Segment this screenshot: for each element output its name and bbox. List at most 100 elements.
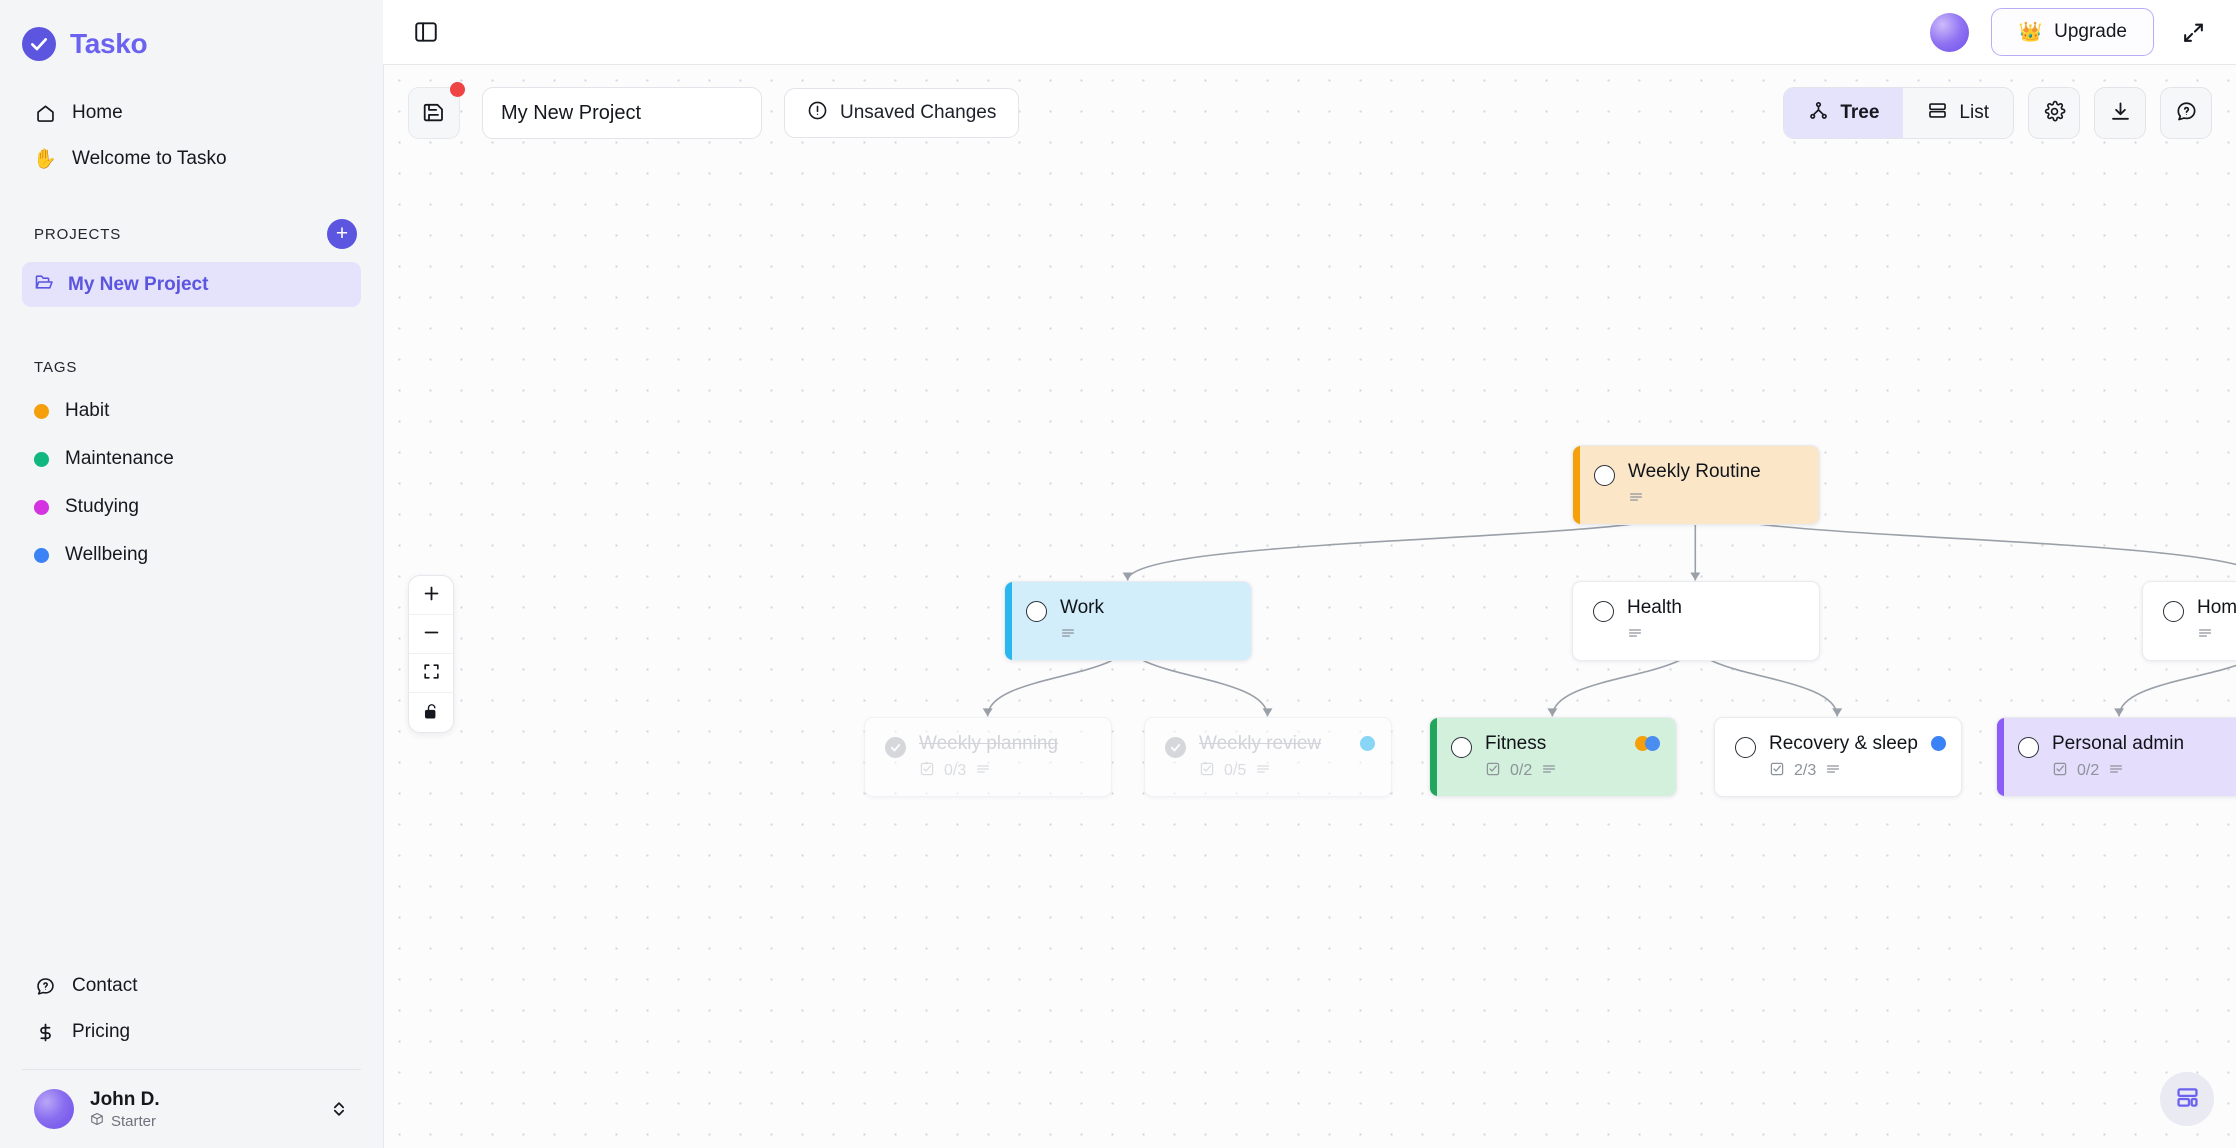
tag-label: Wellbeing <box>65 544 148 566</box>
user-profile[interactable]: John D. Starter <box>22 1069 361 1130</box>
expand-arrows-icon[interactable] <box>2176 15 2210 49</box>
sidebar-item-welcome[interactable]: ✋ Welcome to Tasko <box>22 136 361 182</box>
notes-icon <box>1628 489 1644 510</box>
node-checkbox[interactable] <box>1451 737 1472 758</box>
tag-dot <box>1360 736 1375 751</box>
sidebar-item-label: Contact <box>72 975 137 997</box>
fit-view-button[interactable] <box>409 654 453 693</box>
save-button-wrapper <box>408 87 460 139</box>
node-checkbox[interactable] <box>1735 737 1756 758</box>
zoom-in-button[interactable] <box>409 576 453 615</box>
plus-icon <box>422 584 441 606</box>
tag-item-studying[interactable]: Studying <box>22 483 361 531</box>
layout-panels-button[interactable] <box>2160 1072 2214 1126</box>
avatar <box>34 1089 74 1129</box>
sidebar-toggle-icon[interactable] <box>409 15 443 49</box>
upgrade-button[interactable]: 👑 Upgrade <box>1991 8 2154 56</box>
notes-icon <box>1825 761 1841 782</box>
zoom-out-button[interactable] <box>409 615 453 654</box>
tree-node-health[interactable]: Health <box>1572 581 1820 661</box>
add-project-button[interactable]: + <box>327 219 357 249</box>
tag-label: Habit <box>65 400 109 422</box>
node-tag-dots <box>1931 732 1946 751</box>
help-chat-icon <box>34 975 56 997</box>
node-checkbox[interactable] <box>2163 601 2184 622</box>
tag-item-wellbeing[interactable]: Wellbeing <box>22 531 361 579</box>
help-button[interactable] <box>2160 87 2212 139</box>
node-meta <box>1060 625 1235 646</box>
checklist-icon <box>1769 761 1785 782</box>
top-bar-right: 👑 Upgrade <box>1930 8 2210 56</box>
chevron-up-down-icon[interactable] <box>329 1099 349 1119</box>
node-meta <box>1628 489 1803 510</box>
tree-node-personal-admin[interactable]: Personal admin 0/2 <box>1996 717 2236 797</box>
sidebar-item-pricing[interactable]: Pricing <box>22 1009 361 1055</box>
list-rows-icon <box>1927 100 1948 127</box>
view-mode-switch: Tree List <box>1783 87 2014 139</box>
checklist-icon <box>2052 761 2068 782</box>
node-tag-dots <box>1635 732 1660 751</box>
download-button[interactable] <box>2094 87 2146 139</box>
node-meta <box>2197 625 2236 646</box>
tag-item-maintenance[interactable]: Maintenance <box>22 435 361 483</box>
canvas-toolbar-right: Tree List <box>1783 87 2212 139</box>
sidebar: Tasko Home ✋ Welcome to Tasko PROJECTS + <box>0 0 383 1148</box>
tags-header: TAGS <box>0 359 383 377</box>
brand[interactable]: Tasko <box>0 0 383 64</box>
node-title: Weekly planning <box>919 733 1058 754</box>
tree-node-recovery-sleep[interactable]: Recovery & sleep 2/3 <box>1714 717 1962 797</box>
plus-icon: + <box>336 223 348 244</box>
top-bar: 👑 Upgrade <box>383 0 2236 64</box>
tab-tree-view[interactable]: Tree <box>1784 88 1903 138</box>
tree-canvas[interactable]: Unsaved Changes Tree <box>383 64 2236 1148</box>
projects-header: PROJECTS + <box>0 220 383 248</box>
node-meta: 2/3 <box>1769 761 1918 782</box>
tag-dot <box>1931 736 1946 751</box>
tree-node-home-personal[interactable]: Home & Personal <box>2142 581 2236 661</box>
tree-node-fitness[interactable]: Fitness 0/2 <box>1429 717 1677 797</box>
tags-title: TAGS <box>34 359 77 376</box>
node-checkbox[interactable] <box>1165 737 1186 758</box>
tag-color-dot <box>34 404 49 419</box>
node-title: Weekly review <box>1199 733 1321 754</box>
checklist-icon <box>1199 761 1215 782</box>
node-checkbox[interactable] <box>1026 601 1047 622</box>
tree-node-weekly-review[interactable]: Weekly review 0/5 <box>1144 717 1392 797</box>
tag-label: Maintenance <box>65 448 174 470</box>
sidebar-item-contact[interactable]: Contact <box>22 963 361 1009</box>
tree-node-weekly-routine[interactable]: Weekly Routine <box>1572 445 1820 525</box>
node-checkbox[interactable] <box>2018 737 2039 758</box>
dollar-icon <box>34 1021 56 1043</box>
lock-canvas-button[interactable] <box>409 693 453 732</box>
avatar[interactable] <box>1930 13 1969 52</box>
tag-color-dot <box>34 452 49 467</box>
tag-color-dot <box>34 548 49 563</box>
node-tag-dots <box>1360 732 1375 751</box>
sidebar-item-home[interactable]: Home <box>22 90 361 136</box>
notes-icon <box>1627 625 1643 646</box>
node-progress-count: 0/2 <box>1510 762 1532 780</box>
node-meta: 0/2 <box>2052 761 2227 782</box>
node-checkbox[interactable] <box>1593 601 1614 622</box>
tree-node-work[interactable]: Work <box>1004 581 1252 661</box>
folder-open-icon <box>34 272 54 298</box>
raised-hand-emoji: ✋ <box>34 148 56 170</box>
unsaved-changes-indicator[interactable]: Unsaved Changes <box>784 88 1019 138</box>
tag-item-habit[interactable]: Habit <box>22 387 361 435</box>
sidebar-item-label: Pricing <box>72 1021 130 1043</box>
node-checkbox[interactable] <box>885 737 906 758</box>
node-meta: 0/3 <box>919 761 1095 782</box>
node-checkbox[interactable] <box>1594 465 1615 486</box>
node-accent-bar <box>1430 718 1437 796</box>
tag-color-dot <box>34 500 49 515</box>
tree-edges <box>384 65 2236 1148</box>
settings-button[interactable] <box>2028 87 2080 139</box>
sidebar-item-my-new-project[interactable]: My New Project <box>22 262 361 307</box>
tab-list-view[interactable]: List <box>1903 88 2013 138</box>
layout-panels-icon <box>2175 1085 2200 1113</box>
minus-icon <box>422 623 441 645</box>
tree-node-weekly-planning[interactable]: Weekly planning 0/3 <box>864 717 1112 797</box>
download-icon <box>2109 100 2132 126</box>
project-title-input[interactable] <box>482 87 762 139</box>
